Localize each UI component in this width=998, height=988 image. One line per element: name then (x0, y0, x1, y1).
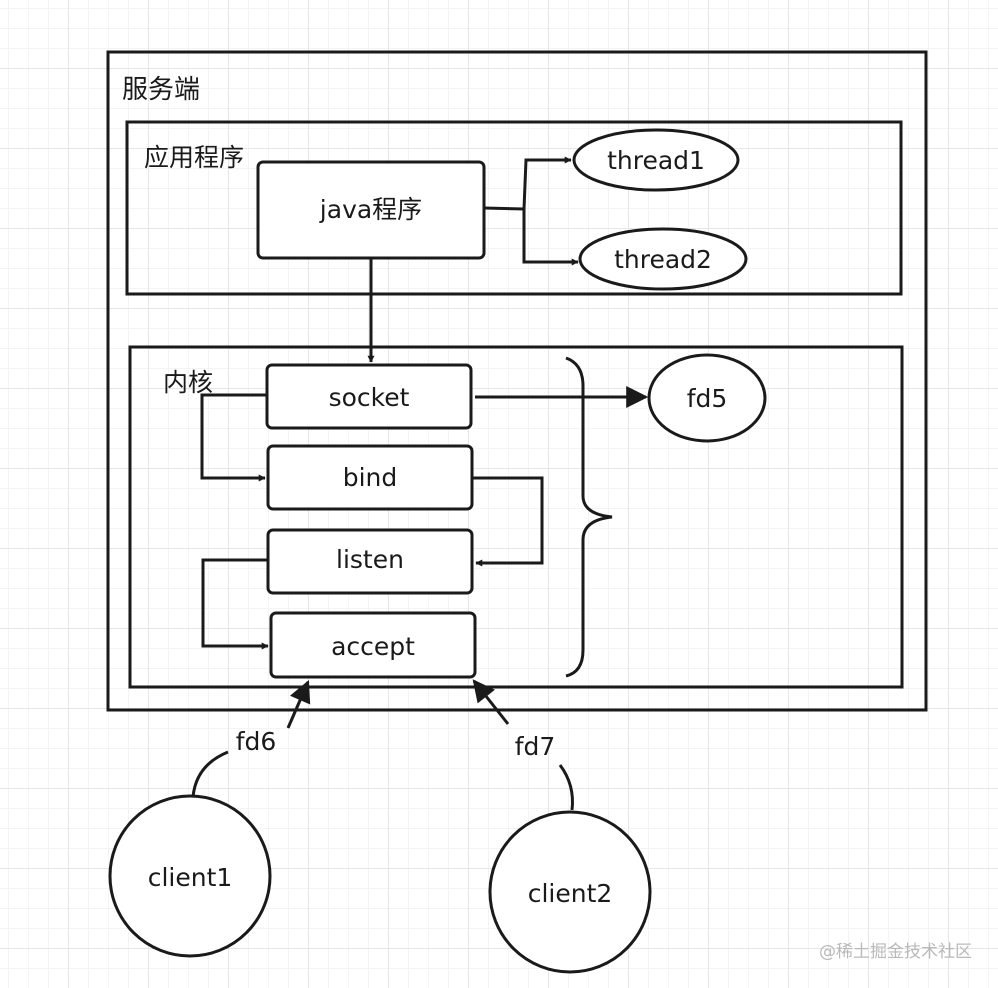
client2-to-accept-arrow (472, 679, 510, 725)
server-box (106, 50, 928, 712)
socket-call-label: socket (329, 383, 410, 412)
client1-to-accept-arrow (286, 679, 311, 729)
watermark: @稀土掘金技术社区 (819, 942, 972, 962)
fd5-label: fd5 (687, 384, 728, 413)
java-program-label: java程序 (319, 195, 422, 224)
application-box (125, 120, 903, 296)
client1-node (108, 794, 272, 958)
syscall-group-brace (565, 356, 613, 678)
thread2-node (578, 227, 748, 291)
fd5-node (647, 353, 767, 443)
fd7-label: fd7 (515, 732, 556, 761)
kernel-box (128, 345, 904, 689)
thread1-label: thread1 (607, 146, 705, 175)
application-label: 应用程序 (144, 143, 244, 172)
thread2-label: thread2 (614, 245, 712, 274)
socket-to-bind-arrow (200, 393, 267, 482)
thread1-node (572, 128, 740, 192)
accept-call-node (269, 611, 477, 679)
client1-label: client1 (148, 863, 233, 892)
client1-curve (191, 750, 229, 798)
java-to-thread1-arrow (483, 156, 572, 211)
listen-call-label: listen (336, 545, 404, 574)
bind-call-label: bind (343, 463, 398, 492)
server-label: 服务端 (122, 75, 200, 105)
client2-node (488, 810, 652, 974)
client2-label: client2 (528, 879, 613, 908)
fd6-label: fd6 (236, 727, 277, 756)
java-to-thread2-arrow (522, 209, 579, 266)
accept-call-label: accept (331, 632, 415, 661)
client2-curve (558, 764, 574, 811)
listen-to-accept-arrow (201, 558, 269, 650)
kernel-label: 内核 (163, 368, 213, 397)
bind-to-listen-arrow (472, 476, 544, 567)
